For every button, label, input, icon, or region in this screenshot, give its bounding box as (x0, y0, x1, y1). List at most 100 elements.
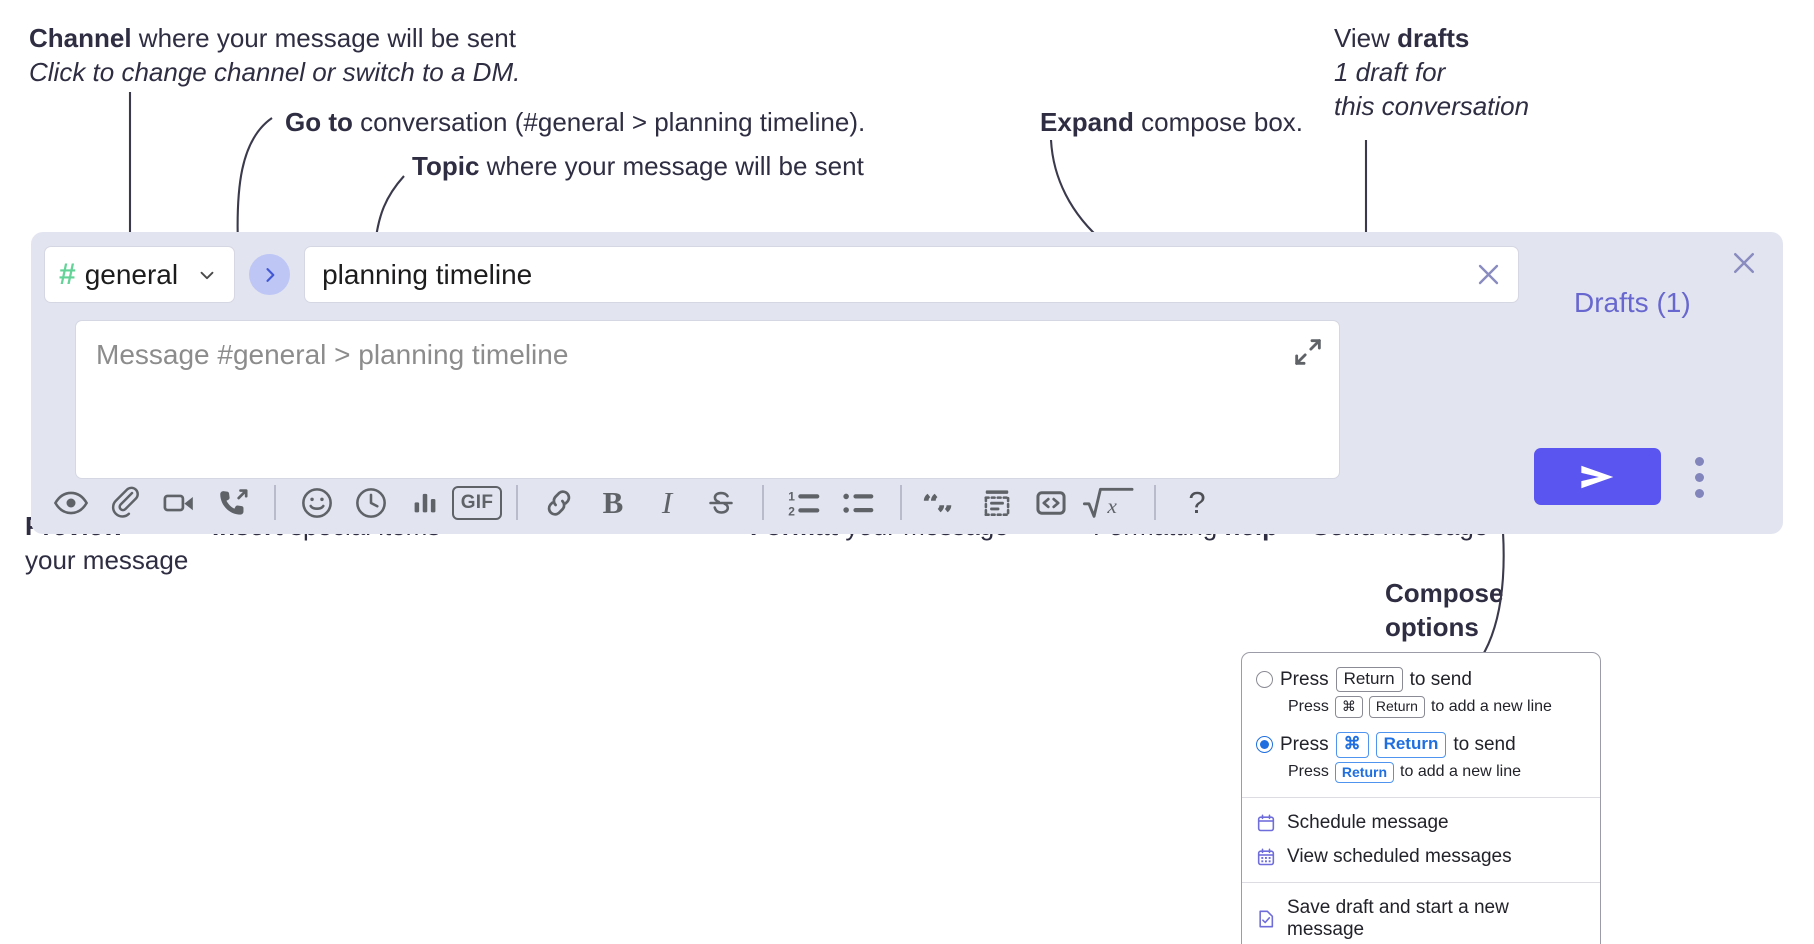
compose-header-row: # general planning timeline (44, 246, 1520, 303)
goto-conversation-button[interactable] (249, 254, 291, 295)
annotation-goto-rest: conversation (#general > planning timeli… (352, 107, 866, 137)
link-button[interactable] (532, 477, 586, 529)
key-command: ⌘ (1334, 696, 1363, 719)
code-brackets-icon (1036, 490, 1066, 515)
video-camera-icon (163, 494, 193, 511)
annotation-topic-rest: where your message will be sent (479, 151, 864, 181)
menu-item-label: Save draft and start a new message (1287, 897, 1509, 941)
channel-name-label: general (84, 258, 179, 290)
code-button[interactable] (1024, 477, 1078, 529)
send-shortcut-options: Press Return to send Press ⌘ Return to a… (1242, 653, 1600, 797)
blockquote-button[interactable] (916, 477, 970, 529)
annotation-topic-bold: Topic (412, 151, 480, 181)
menu-divider-2 (1242, 882, 1600, 884)
kebab-menu-icon-dot-1 (1694, 456, 1704, 466)
annotation-expand-bold: Expand (1040, 107, 1134, 137)
send-button[interactable] (1534, 448, 1661, 505)
bulleted-list-button[interactable] (832, 477, 886, 529)
preview-button[interactable] (44, 477, 98, 529)
radio-option-return-to-send[interactable]: Press Return to send (1242, 665, 1600, 694)
quote-icon (923, 493, 952, 512)
calendar-clock-icon (1256, 813, 1276, 833)
emoji-button[interactable] (290, 477, 344, 529)
radio-icon[interactable] (1256, 671, 1273, 689)
document-check-icon (1256, 909, 1276, 929)
strikethrough-button[interactable] (694, 477, 748, 529)
ordered-list-button[interactable]: 1 2 (778, 477, 832, 529)
topic-input[interactable]: planning timeline (304, 246, 1520, 303)
clock-icon (356, 487, 386, 518)
annotation-drafts-line3: this conversation (1334, 90, 1530, 121)
draft-section: Save draft and start a new message (1242, 883, 1600, 944)
svg-text:1: 1 (788, 489, 795, 503)
code-block-button[interactable] (970, 477, 1024, 529)
annotation-drafts-line2: 1 draft for (1334, 56, 1446, 87)
key-return: Return (1368, 696, 1425, 719)
italic-button[interactable]: I (661, 484, 673, 520)
key-return: Return (1335, 667, 1403, 693)
annotation-drafts-bold: drafts (1397, 23, 1470, 53)
hash-icon: # (59, 257, 76, 291)
annotation-expand: Expand compose box. (1040, 106, 1303, 140)
annotation-channel-rest: where your message will be sent (131, 23, 516, 53)
radio-option-prefix: Press (1280, 733, 1329, 755)
separator-4 (900, 485, 902, 520)
key-return: Return (1375, 732, 1447, 758)
annotation-drafts: View drafts 1 draft for this conversatio… (1334, 22, 1529, 123)
radio-icon-selected[interactable] (1256, 736, 1273, 754)
topic-value: planning timeline (322, 258, 533, 290)
bold-button[interactable]: B (602, 484, 624, 520)
chevron-right-icon (266, 267, 275, 282)
bar-chart-icon (414, 493, 436, 512)
annotation-drafts-lead: View (1334, 23, 1398, 53)
compose-panel: # general planning timeline (31, 232, 1783, 534)
close-icon (1478, 264, 1498, 285)
eye-icon (53, 491, 89, 514)
annotation-channel-bold: Channel (29, 23, 132, 53)
topic-clear-button[interactable] (1472, 259, 1504, 291)
svg-text:2: 2 (788, 504, 795, 518)
annotation-expand-rest: compose box. (1133, 107, 1304, 137)
panel-close-button[interactable] (1727, 246, 1761, 280)
calendar-grid-icon (1256, 847, 1276, 867)
radio-option-suffix: to send (1453, 733, 1516, 755)
radio-option-1-hint: Press ⌘ Return to add a new line (1242, 694, 1600, 722)
annotation-compose-options-line1: Compose (1385, 578, 1504, 608)
reminder-button[interactable] (344, 477, 398, 529)
key-return: Return (1334, 761, 1395, 784)
phone-arrow-icon (220, 488, 248, 515)
message-placeholder: Message #general > planning timeline (96, 339, 569, 370)
formatting-toolbar: GIF B I (31, 471, 1783, 534)
drafts-link[interactable]: Drafts (1) (1574, 287, 1691, 318)
gif-button[interactable]: GIF (452, 485, 502, 520)
math-button[interactable]: x (1078, 477, 1140, 529)
expand-compose-button[interactable] (1291, 335, 1325, 369)
annotation-preview-line2: your message (25, 544, 189, 575)
annotation-topic: Topic where your message will be sent (412, 150, 864, 184)
formatting-help-button[interactable]: ? (1188, 484, 1206, 520)
menu-item-save-draft[interactable]: Save draft and start a new message (1242, 891, 1600, 944)
hint-prefix: Press (1288, 698, 1329, 716)
schedule-section: Schedule message View scheduled messages (1242, 798, 1600, 882)
radio-option-cmd-return-to-send[interactable]: Press ⌘ Return to send (1242, 730, 1600, 759)
compose-options-button[interactable] (1686, 450, 1712, 504)
menu-item-schedule-message[interactable]: Schedule message (1242, 806, 1600, 840)
numbered-list-icon: 1 2 (788, 489, 820, 518)
menu-item-view-scheduled-messages[interactable]: View scheduled messages (1242, 840, 1600, 874)
channel-picker-button[interactable]: # general (44, 246, 236, 303)
audio-clip-button[interactable] (206, 477, 260, 529)
video-clip-button[interactable] (152, 477, 206, 529)
attach-button[interactable] (98, 477, 152, 529)
menu-item-label: View scheduled messages (1287, 846, 1512, 868)
poll-button[interactable] (398, 477, 452, 529)
menu-item-label: Schedule message (1287, 812, 1449, 834)
strikethrough-icon (709, 491, 733, 514)
annotation-goto-bold: Go to (285, 107, 353, 137)
expand-icon (1295, 339, 1321, 365)
annotation-goto: Go to conversation (#general > planning … (285, 106, 865, 140)
key-command: ⌘ (1335, 732, 1369, 758)
chevron-down-icon (196, 264, 218, 286)
message-input-box[interactable]: Message #general > planning timeline (75, 320, 1340, 479)
kebab-menu-icon-dot-2 (1694, 472, 1704, 482)
